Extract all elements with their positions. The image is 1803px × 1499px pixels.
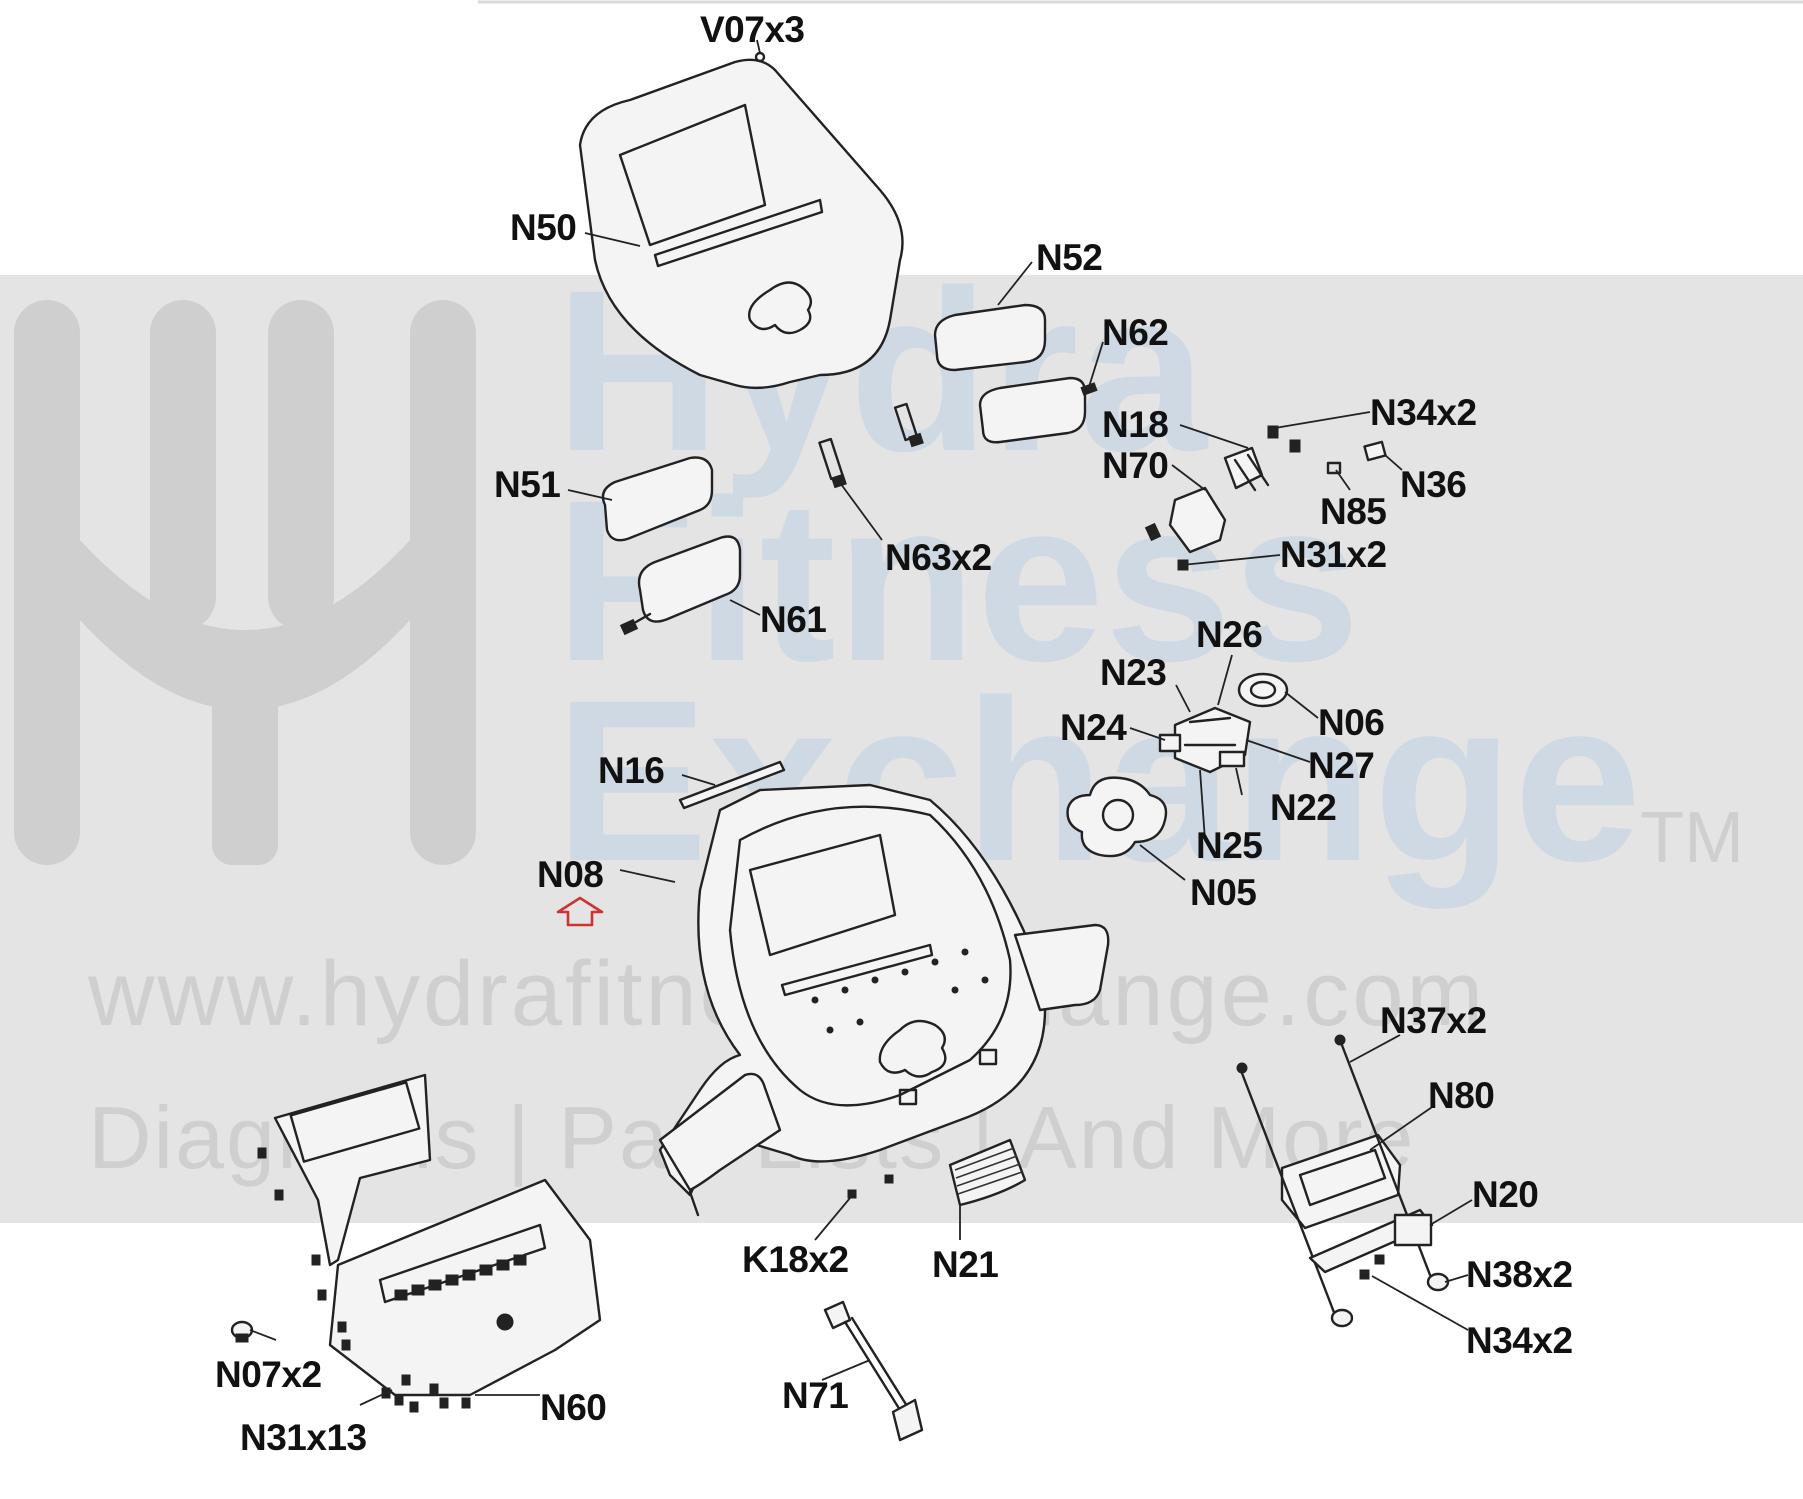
label-n06: N06 [1318,702,1384,743]
label-n05: N05 [1190,872,1256,913]
part-labels: V07x3 N50 N52 N62 N34x2 N18 N70 N36 N85 … [215,9,1573,1458]
part-n21-grill [948,1138,1027,1207]
label-n71: N71 [782,1375,848,1416]
leader-lines [249,232,1473,1406]
part-n61-panel [619,535,742,636]
logo-left-bar [14,300,80,865]
label-n85: N85 [1320,491,1386,532]
label-n34x2-lower: N34x2 [1466,1320,1573,1361]
label-n36: N36 [1400,464,1466,505]
part-n08-console [658,783,1110,1217]
label-n38x2: N38x2 [1466,1254,1573,1295]
part-n50-overlay [578,39,904,390]
label-n37x2: N37x2 [1380,1000,1487,1041]
part-k18-screws [847,1174,894,1199]
label-n31x2-upper: N31x2 [1280,534,1387,575]
label-n24: N24 [1060,707,1127,748]
label-n70: N70 [1102,445,1168,486]
label-n80: N80 [1428,1075,1494,1116]
label-n51: N51 [494,464,560,505]
logo-mid-left-bar [150,300,216,630]
part-n34-screws-lower [1359,1254,1385,1280]
label-n50: N50 [510,207,576,248]
label-n20: N20 [1472,1174,1538,1215]
label-n63x2: N63x2 [885,537,992,578]
label-v07x3: V07x3 [700,9,805,50]
part-n60-circuit-board [273,1073,602,1397]
watermark-trademark: TM [1640,798,1744,878]
label-n27: N27 [1308,745,1374,786]
label-n07x2: N07x2 [215,1354,322,1395]
logo-mid-right-bar [268,300,334,630]
part-control-cluster [1158,672,1289,774]
label-k18x2: K18x2 [742,1239,849,1280]
label-n61: N61 [760,599,826,640]
label-n23: N23 [1100,652,1166,693]
part-n52-panel [933,303,1047,372]
label-n34x2-upper: N34x2 [1370,392,1477,433]
logo-stem [212,680,278,865]
label-n21: N21 [932,1244,998,1285]
logo-right-bar [410,300,476,865]
part-n16-strip [678,760,786,810]
part-n07-standoff [230,1320,254,1343]
part-n51-panel [601,456,714,542]
label-n52: N52 [1036,237,1102,278]
part-n80-bracket [1236,1034,1432,1317]
part-n71-cable [823,1300,924,1442]
label-n31x13: N31x13 [240,1417,367,1458]
label-n60: N60 [540,1387,606,1428]
part-n38-washers [1330,1272,1450,1328]
part-n63-connectors [818,402,924,489]
part-n20-plate [1308,1208,1434,1274]
label-n25: N25 [1196,825,1262,866]
part-n62-panel [978,376,1098,444]
watermark: Hydra Fitness Exchange TM www.hydrafitne… [0,242,1803,1223]
label-n26: N26 [1196,614,1262,655]
label-n16: N16 [598,750,664,791]
logo-curve [80,540,410,710]
label-n18: N18 [1102,404,1168,445]
n08-arrow-icon [556,896,604,927]
label-n08: N08 [537,854,603,895]
label-n22: N22 [1270,787,1336,828]
label-n62: N62 [1102,312,1168,353]
watermark-logo [14,300,476,865]
part-n05-knob [1066,776,1168,858]
